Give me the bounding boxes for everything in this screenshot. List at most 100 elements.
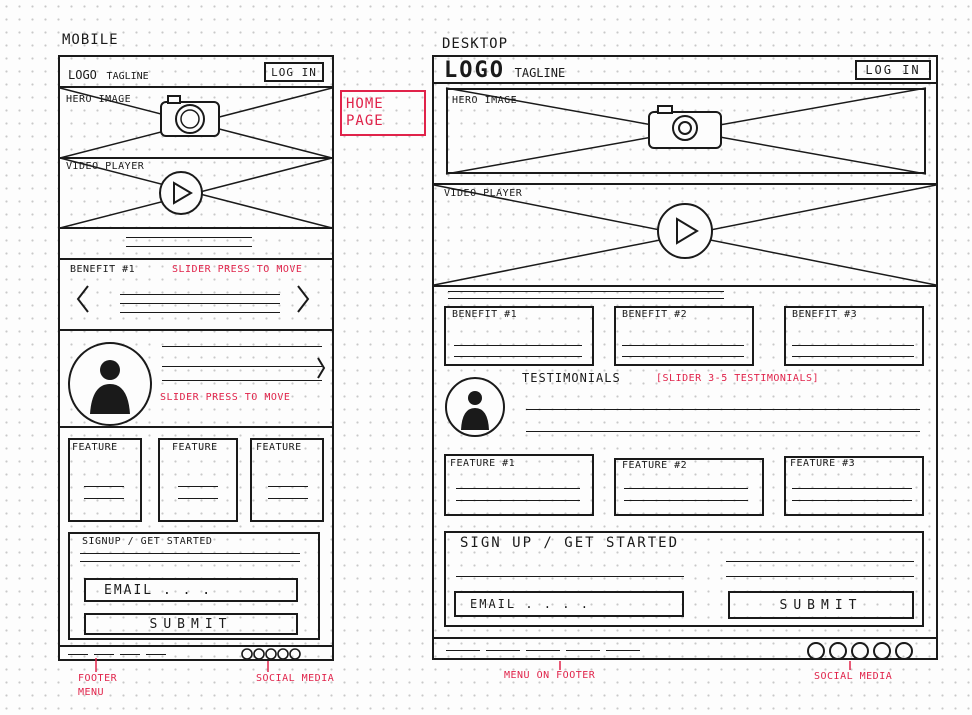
mobile-header-divider xyxy=(60,86,332,88)
desktop-feature-card xyxy=(784,456,924,516)
desktop-social-note: SOCIAL MEDIA xyxy=(814,671,893,682)
mobile-benefit-text-line xyxy=(120,303,280,304)
signup-text-line xyxy=(80,561,300,562)
feature-line xyxy=(178,498,218,499)
desktop-section-divider xyxy=(434,285,936,287)
mobile-benefit-text-line xyxy=(120,294,280,295)
desktop-signup-title: SIGN UP / GET STARTED xyxy=(460,535,680,551)
desktop-login-button[interactable]: LOG IN xyxy=(855,60,931,80)
desktop-benefit-title: BENEFIT #3 xyxy=(792,309,858,320)
desktop-feature-title: FEATURE #2 xyxy=(622,460,688,471)
mobile-feature-title: FEATURE xyxy=(172,442,218,453)
testimonial-line xyxy=(526,431,920,432)
footer-menu-link[interactable] xyxy=(566,650,600,651)
desktop-email-field[interactable]: EMAIL . . . . xyxy=(454,591,684,617)
mobile-header: LOGO TAGLINE xyxy=(68,64,149,83)
chevron-left-icon[interactable] xyxy=(76,284,90,314)
testimonial-line xyxy=(526,409,920,410)
mobile-feature-card xyxy=(250,438,324,522)
mobile-video-caption-line xyxy=(126,246,252,247)
mobile-feature-title: FEATURE xyxy=(72,442,118,453)
mobile-testimonial-line xyxy=(162,366,322,367)
desktop-benefit-card xyxy=(614,306,754,366)
desktop-logo[interactable]: LOGO xyxy=(444,58,505,83)
desktop-section-label: DESKTOP xyxy=(442,36,509,52)
avatar xyxy=(445,377,505,437)
home-page-tag-text: HOME PAGE xyxy=(346,96,384,129)
feature-line xyxy=(268,486,308,487)
benefit-line xyxy=(622,345,744,346)
mobile-social-note: SOCIAL MEDIA xyxy=(256,673,335,684)
signup-text-line xyxy=(726,561,914,562)
footer-menu-link[interactable] xyxy=(94,654,114,655)
feature-line xyxy=(624,488,748,489)
signup-text-line xyxy=(726,576,914,577)
mobile-email-field[interactable]: EMAIL . . . xyxy=(84,578,298,602)
footer-menu-link[interactable] xyxy=(146,654,166,655)
mobile-feature-card xyxy=(158,438,238,522)
desktop-submit-button[interactable]: SUBMIT xyxy=(728,591,914,619)
desktop-footer-menu-note: MENU ON FOOTER xyxy=(504,670,596,681)
mobile-video-caption-line xyxy=(126,237,252,238)
mobile-section-divider xyxy=(60,329,332,331)
footer-menu-link[interactable] xyxy=(606,650,640,651)
desktop-feature-card xyxy=(444,454,594,516)
footer-menu-link[interactable] xyxy=(120,654,140,655)
desktop-video-caption-line xyxy=(448,298,724,299)
benefit-line xyxy=(792,345,914,346)
mobile-play-icon[interactable] xyxy=(158,170,204,216)
avatar xyxy=(68,342,152,426)
mobile-submit-button[interactable]: SUBMIT xyxy=(84,613,298,635)
mobile-footer-menu-note: FOOTER MENU xyxy=(78,673,118,698)
feature-line xyxy=(624,500,748,501)
feature-line xyxy=(456,488,580,489)
mobile-signup-title: SIGNUP / GET STARTED xyxy=(82,536,213,547)
feature-line xyxy=(84,498,124,499)
mobile-benefit-label: BENEFIT #1 xyxy=(70,264,136,275)
feature-line xyxy=(84,486,124,487)
mobile-section-label: MOBILE xyxy=(62,32,119,48)
mobile-login-button[interactable]: LOG IN xyxy=(264,62,324,82)
benefit-line xyxy=(454,345,582,346)
feature-line xyxy=(178,486,218,487)
mobile-video-label: VIDEO PLAYER xyxy=(66,161,145,172)
feature-line xyxy=(792,488,912,489)
social-icons[interactable] xyxy=(806,641,918,661)
benefit-line xyxy=(454,356,582,357)
benefit-line xyxy=(792,356,914,357)
mobile-footer-divider xyxy=(60,645,332,647)
mobile-logo[interactable]: LOGO xyxy=(68,68,97,82)
desktop-footer-divider xyxy=(434,637,936,639)
desktop-section-divider xyxy=(434,183,936,185)
desktop-benefit-card xyxy=(784,306,924,366)
desktop-header: LOGO TAGLINE xyxy=(444,58,565,83)
desktop-benefit-title: BENEFIT #1 xyxy=(452,309,518,320)
footer-menu-link[interactable] xyxy=(486,650,520,651)
mobile-camera-icon xyxy=(160,95,220,137)
desktop-signup-box xyxy=(444,531,924,627)
desktop-video-label: VIDEO PLAYER xyxy=(444,188,523,199)
mobile-testimonial-line xyxy=(162,346,322,347)
mobile-section-divider xyxy=(60,426,332,428)
signup-text-line xyxy=(80,553,300,554)
mobile-signup-box xyxy=(68,532,320,640)
footer-menu-link[interactable] xyxy=(446,650,480,651)
signup-text-line xyxy=(456,576,684,577)
chevron-right-icon[interactable] xyxy=(296,284,310,314)
desktop-benefit-title: BENEFIT #2 xyxy=(622,309,688,320)
feature-line xyxy=(456,500,580,501)
desktop-play-icon[interactable] xyxy=(656,202,714,260)
home-page-tag xyxy=(340,90,426,136)
footer-menu-link[interactable] xyxy=(68,654,88,655)
desktop-camera-icon xyxy=(648,105,722,149)
desktop-hero-label: HERO IMAGE xyxy=(452,95,518,106)
desktop-tagline: TAGLINE xyxy=(514,66,566,80)
benefit-line xyxy=(622,356,744,357)
mobile-feature-title: FEATURE xyxy=(256,442,302,453)
chevron-right-icon[interactable] xyxy=(316,356,326,380)
feature-line xyxy=(792,500,912,501)
footer-menu-link[interactable] xyxy=(526,650,560,651)
mobile-section-divider xyxy=(60,258,332,260)
social-icons[interactable] xyxy=(240,647,301,661)
